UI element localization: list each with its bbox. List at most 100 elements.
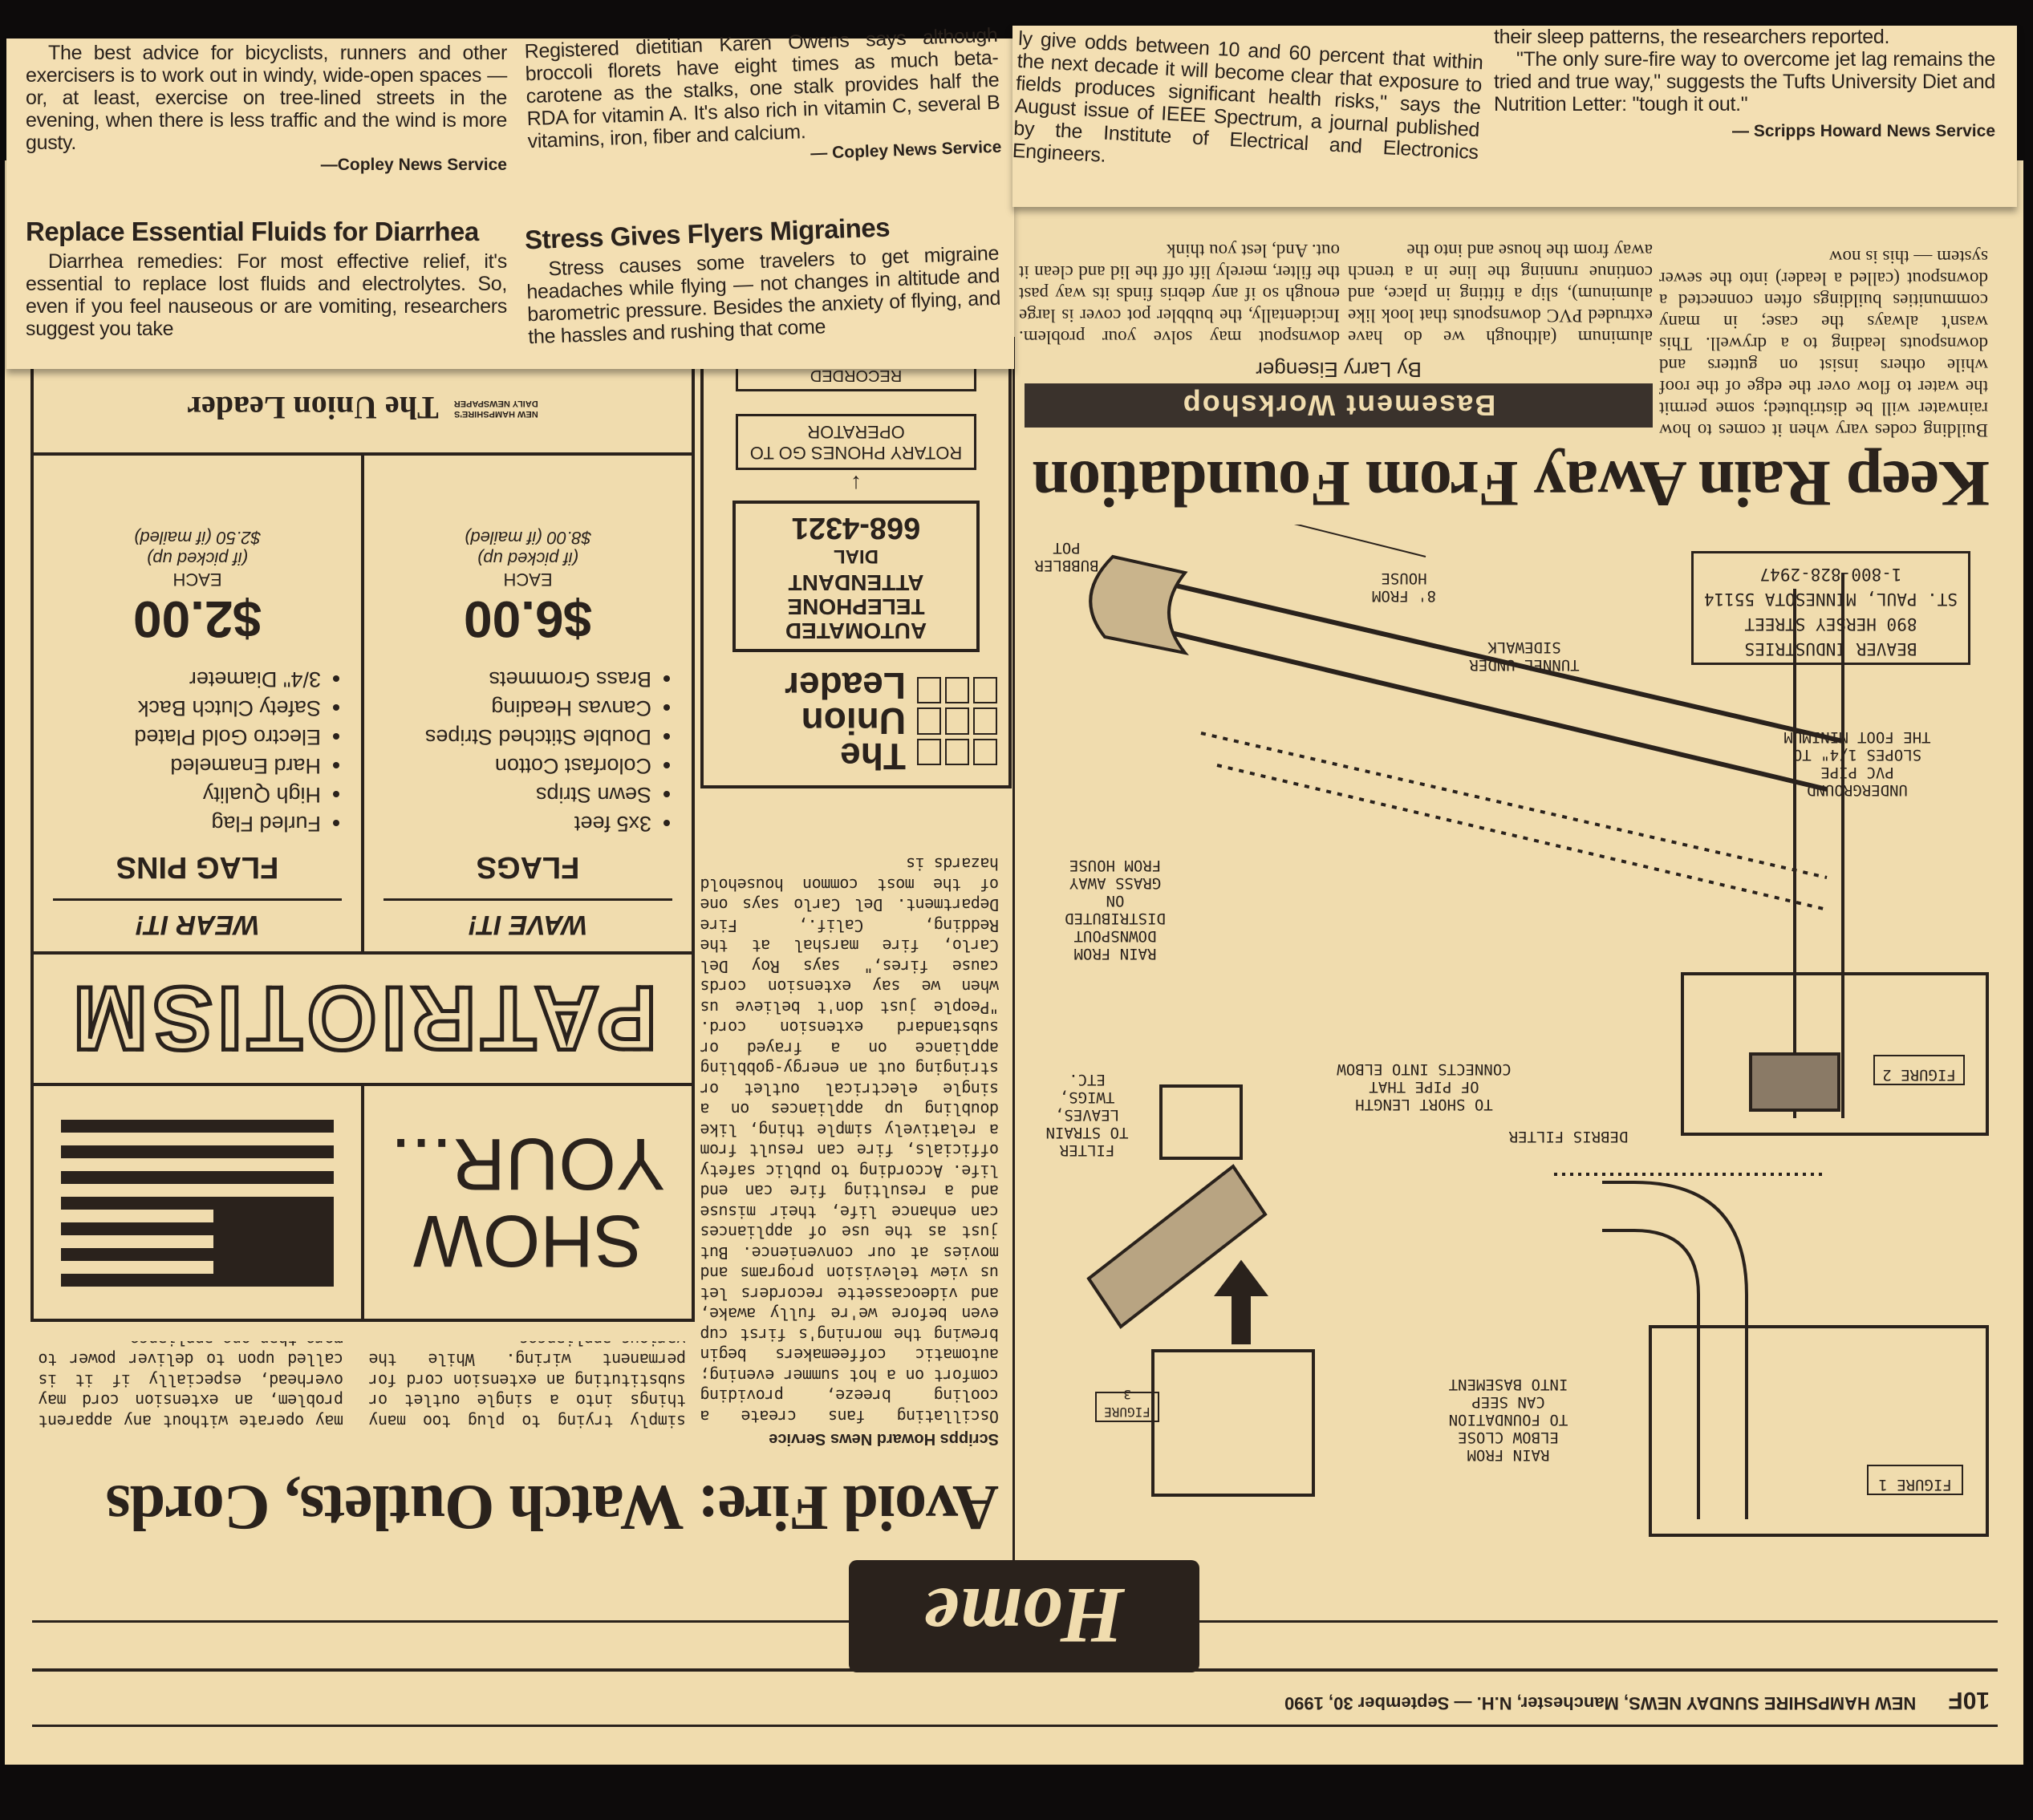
pins-slogan: WEAR IT! <box>53 898 342 940</box>
pins-column: WEAR IT! FLAG PINS Furled Flag High Qual… <box>34 454 361 951</box>
flags-column: WAVE IT! FLAGS 3x5 feet Sewn Strips Colo… <box>361 454 692 951</box>
avoid-fire-col1: Oscillating fans create a cooling breeze… <box>700 854 999 1427</box>
ieee-text: ly give odds between 10 and 60 percent t… <box>1012 27 1484 167</box>
flags-picked-up: (if picked up) <box>477 549 578 569</box>
avoid-fire-col1-block: Scripps Howard News Service Oscillating … <box>700 810 999 1449</box>
avoid-fire-col3: may operate without any apparent problem… <box>39 1341 343 1431</box>
jet-lag-item: their sleep patterns, the researchers re… <box>1494 26 1995 141</box>
foundation-wall-fig2 <box>1681 972 1989 1136</box>
section-title: Home <box>923 1571 1125 1661</box>
column-title: Basement Workshop <box>1181 389 1496 423</box>
attendant-box: AUTOMATED TELEPHONE ATTENDANT DIAL 668-4… <box>732 501 980 652</box>
exercise-credit: —Copley News Service <box>320 156 507 174</box>
dateline: NEW HAMPSHIRE SUNDAY NEWS, Manchester, N… <box>1284 1693 1917 1713</box>
byline: By Larry Eisenger <box>1256 358 1422 382</box>
keep-rain-headline-block: Keep Rain Away From Foundation <box>1033 445 1990 521</box>
label-bubbler-pot: BUBBLER POT <box>1034 539 1099 574</box>
logo-tagline: NEW HAMPSHIRE'S DAILY NEWSPAPER <box>453 399 538 419</box>
feature-item: Furled Flag <box>53 809 321 838</box>
pins-price: $2.00 <box>132 590 262 648</box>
supplier-box: BEAVER INDUSTRIES 890 HERSEY STREET ST. … <box>1691 551 1970 665</box>
underground-pipe <box>1120 570 1844 792</box>
arrow-down-icon: ↓ <box>850 471 862 496</box>
column-title-bar: Basement Workshop <box>1025 383 1653 428</box>
foundation-wall-fig1 <box>1649 1325 1989 1537</box>
feature-item: High Quality <box>53 780 321 809</box>
feature-item: Hard Enameled <box>53 752 321 780</box>
broccoli-text: Registered dietitian Karen Owens says al… <box>524 23 1000 153</box>
flag-ad: SHOW YOUR... PATRIOTISM WAVE IT! FLAGS 3… <box>30 361 695 1322</box>
feature-item: Double Stitched Stripes <box>383 723 651 752</box>
migraine-story: Stress Gives Flyers Migraines Stress cau… <box>524 209 1001 348</box>
grass-fig2 <box>1200 732 1828 911</box>
label-short-pipe: TO SHORT LENGTH OF PIPE THAT CONNECTS IN… <box>1337 1060 1512 1113</box>
supplier-phone: 1-800-828-2947 <box>1759 565 1902 584</box>
elbow-fig1 <box>1602 1181 1748 1519</box>
label-elbow: RAIN FROM ELBOW CLOSE TO FOUNDATION CAN … <box>1448 1376 1568 1464</box>
label-debris-filter: DEBRIS FILTER <box>1508 1128 1629 1145</box>
page-number: 10F <box>1948 1687 1990 1713</box>
flags-slogan: WAVE IT! <box>383 898 672 940</box>
feature-item: Canvas Heading <box>383 694 651 723</box>
union-leader-logo: NEW HAMPSHIRE'S DAILY NEWSPAPER The Unio… <box>34 364 692 456</box>
supplier-street: 890 HERSEY STREET <box>1744 614 1917 634</box>
avoid-fire-headline: Avoid Fire: Watch Outlets, Cords <box>106 1472 999 1542</box>
column-divider <box>1012 337 1015 1588</box>
supplier-name: BEAVER INDUSTRIES <box>1744 639 1917 659</box>
pins-title: FLAG PINS <box>116 850 279 884</box>
feature-item: Sewn Strips <box>383 780 651 809</box>
pins-each: EACH <box>172 570 222 590</box>
folio-rule-bottom <box>32 1725 1998 1727</box>
flags-price: $6.00 <box>463 590 593 648</box>
american-flag-icon <box>34 1086 361 1319</box>
feature-item: Colorfast Cotton <box>383 752 651 780</box>
flags-each: EACH <box>503 570 553 590</box>
pins-picked-up: (if picked up) <box>147 549 248 569</box>
diarrhea-headline: Replace Essential Fluids for Diarrhea <box>26 217 479 246</box>
attendant-service: AUTOMATED TELEPHONE ATTENDANT <box>785 570 927 643</box>
diarrhea-text: Diarrhea remedies: For most effective re… <box>26 250 507 340</box>
phone-number: 668-4321 <box>791 511 921 545</box>
keep-rain-col1: Building codes vary when it comes to how… <box>1659 247 1988 440</box>
patriotism-text: PATRIOTISM <box>66 967 659 1071</box>
arrow-up-icon <box>1214 1259 1268 1344</box>
bubbler-pot <box>1089 554 1189 656</box>
jet-lag-text-1: their sleep patterns, the researchers re… <box>1494 26 1890 48</box>
figure-2-label: FIGURE 2 <box>1873 1055 1965 1085</box>
figure-1-label: FIGURE 1 <box>1867 1465 1963 1495</box>
logo-text: The Union Leader <box>187 390 439 427</box>
top-clipping: The best advice for bicyclists, runners … <box>6 24 1014 369</box>
migraine-text: Stress causes some travelers to get migr… <box>525 241 1001 349</box>
figure-3-label: FIGURE 3 <box>1095 1387 1159 1422</box>
avoid-fire-credit: Scripps Howard News Service <box>769 1430 999 1448</box>
jet-lag-text-2: "The only sure-fire way to overcome jet … <box>1494 48 1995 116</box>
feature-item: Brass Grommets <box>383 665 651 694</box>
flags-title: FLAGS <box>476 850 580 884</box>
dial-label: DIAL <box>834 545 879 567</box>
feature-item: Safety Clutch Back <box>53 694 321 723</box>
show-your-text: SHOW YOUR... <box>361 1086 692 1319</box>
downspout-diagram <box>1086 525 1989 1537</box>
avoid-fire-col2: simply trying to plug too many things in… <box>369 1341 686 1431</box>
phone-ad: The Union Leader AUTOMATED TELEPHONE ATT… <box>700 337 1012 788</box>
filter-top-fig3 <box>1159 1084 1243 1160</box>
exercise-item: The best advice for bicyclists, runners … <box>26 42 507 175</box>
exercise-text: The best advice for bicyclists, runners … <box>26 42 507 154</box>
label-pvc-pipe: UNDERGROUND PVC PIPE SLOPES 1/4" TO THE … <box>1783 728 1931 799</box>
keep-rain-col2: aluminum (although we do have extruded P… <box>1348 241 1653 347</box>
pins-mailed: $2.50 (if mailed) <box>134 528 261 548</box>
keep-rain-col3: downspout may solve your problem. Incide… <box>1019 241 1340 347</box>
dimension-line <box>1293 525 1426 557</box>
filter-fig3 <box>1086 1164 1268 1329</box>
label-tunnel: TUNNEL UNDER SIDEWALK <box>1469 638 1580 674</box>
avoid-fire-headline-block: Avoid Fire: Watch Outlets, Cords <box>36 1465 999 1543</box>
label-filter: FILTER TO STRAIN LEAVES, TWIGS, ETC. <box>1045 1071 1129 1159</box>
section-banner: Home <box>849 1560 1199 1672</box>
supplier-city: ST. PAUL, MINNESOTA 55114 <box>1703 590 1958 609</box>
flags-features: 3x5 feet Sewn Strips Colorfast Cotton Do… <box>383 665 672 838</box>
label-distributed: RAIN FROM DOWNSPOUT DISTRIBUTED ON GRASS… <box>1065 857 1166 963</box>
keypad-icon <box>917 677 997 765</box>
folio-line: 10F NEW HAMPSHIRE SUNDAY NEWS, Mancheste… <box>1203 1684 1990 1713</box>
box-fig3 <box>1151 1349 1315 1497</box>
feature-item: 3x5 feet <box>383 809 651 838</box>
